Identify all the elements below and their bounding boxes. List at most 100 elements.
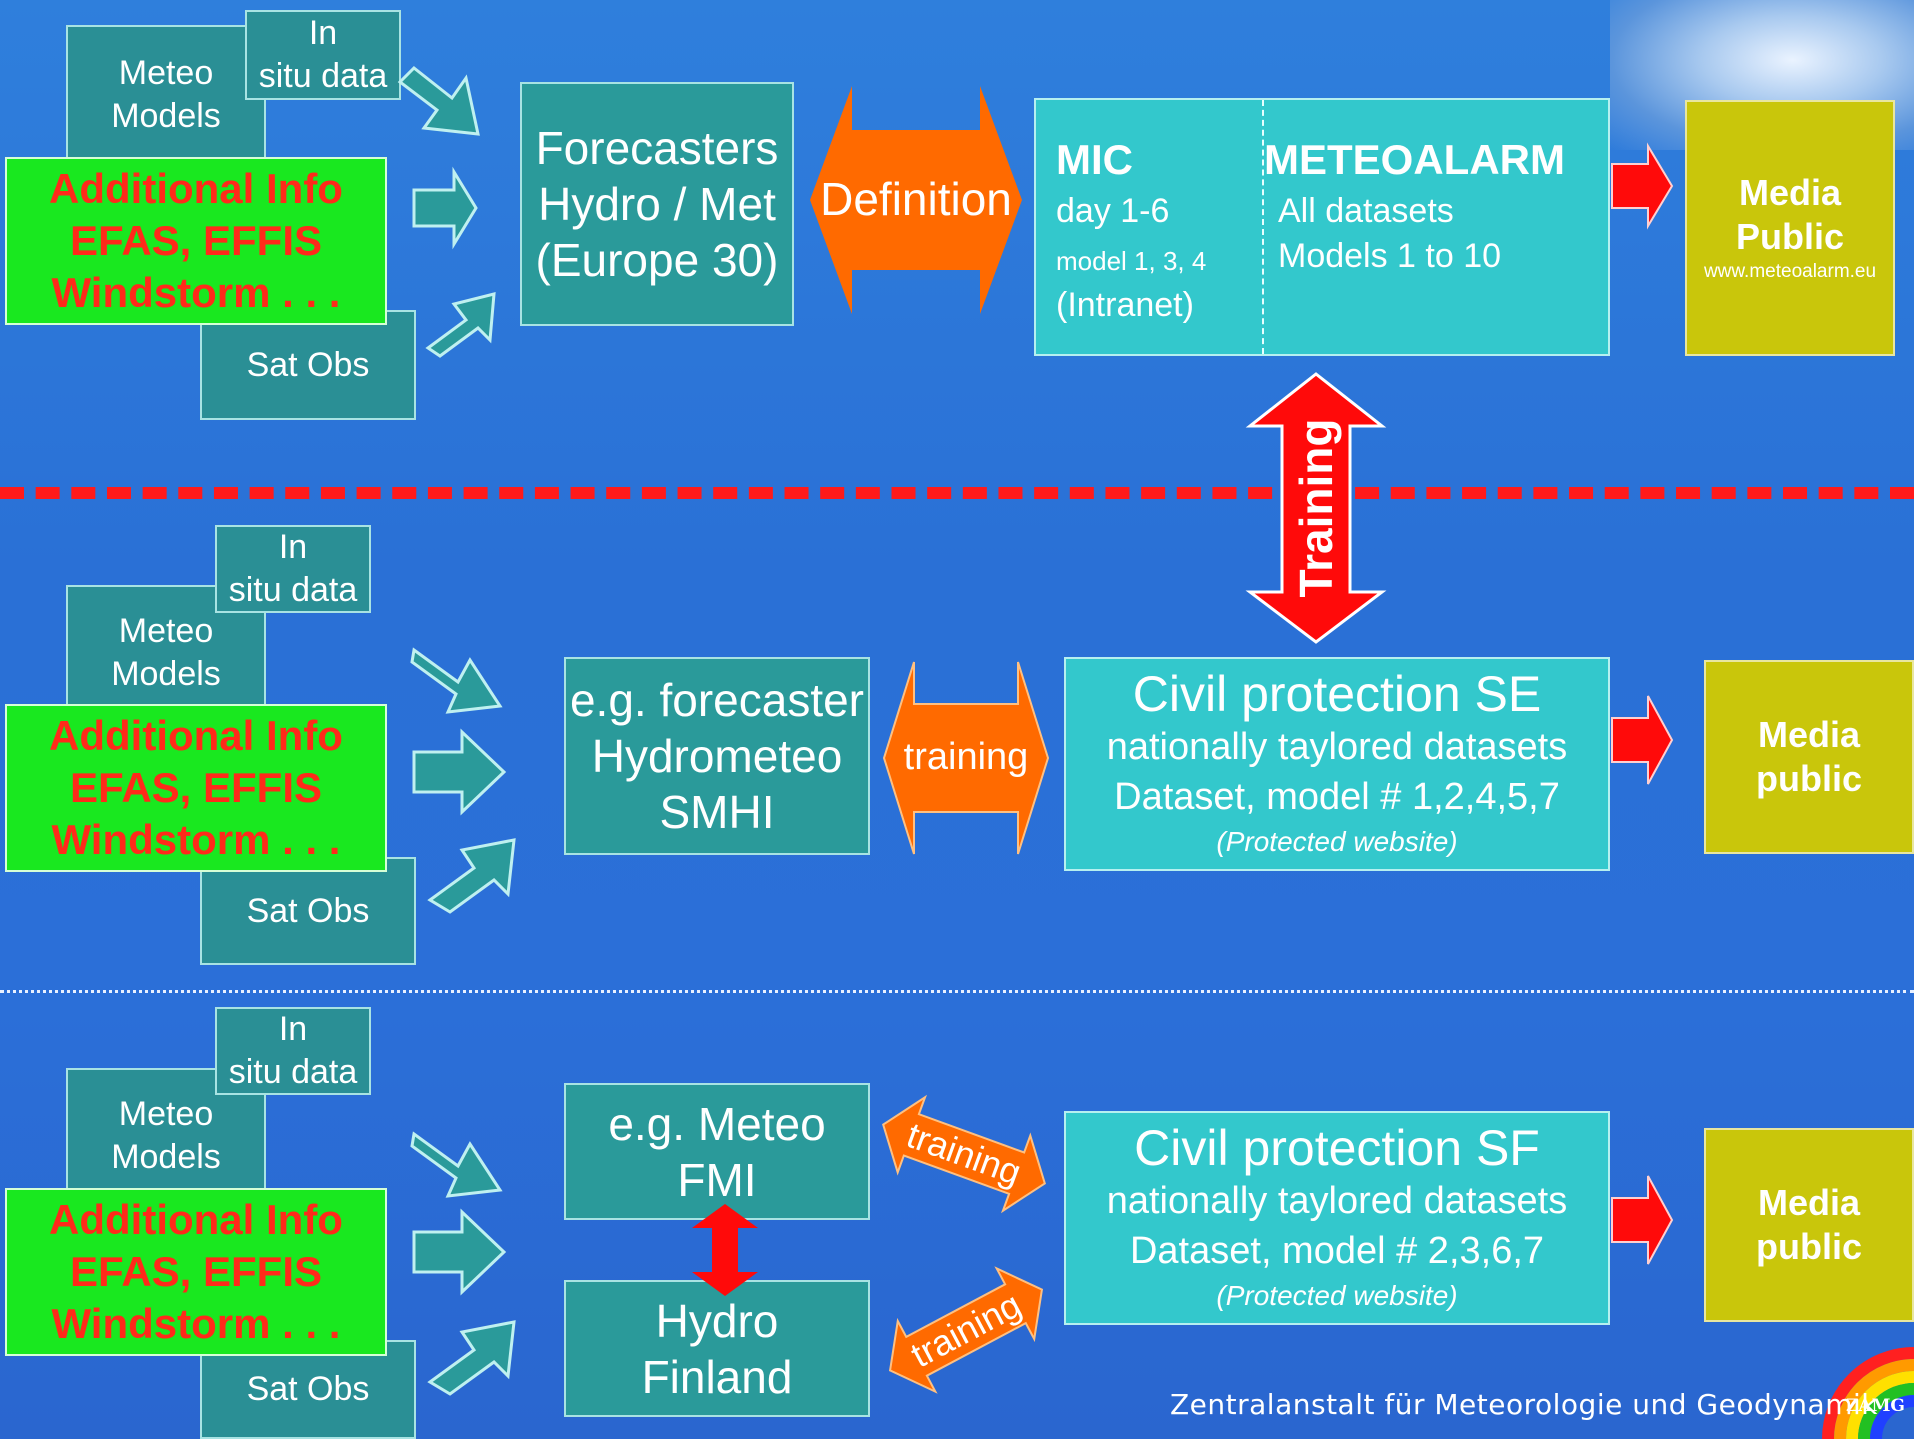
row3-hydro-finland-box: Hydro Finland (564, 1280, 870, 1417)
row2-additional-info-line3: Windstorm . . . (51, 816, 341, 863)
row2-media-line2: public (1756, 758, 1862, 799)
row1-mic-meteoalarm-box: MIC day 1-6 model 1, 3, 4 (Intranet) MET… (1034, 98, 1610, 356)
row3-sat-obs-label: Sat Obs (246, 1370, 370, 1408)
row2-sat-obs-box: Sat Obs (200, 857, 416, 965)
row3-additional-info-box: Additional Info EFAS, EFFIS Windstorm . … (5, 1188, 387, 1356)
row1-meteoalarm-line1: All datasets (1278, 192, 1454, 230)
row1-mic-line1: day 1-6 (1056, 192, 1170, 230)
row3-in-situ-line1: In (278, 1010, 308, 1048)
row3-media-line2: public (1756, 1226, 1862, 1267)
row2-arrow-sat (427, 838, 516, 914)
row2-civil-note: (Protected website) (1216, 826, 1458, 857)
row2-training-arrow (882, 661, 1050, 855)
row1-sat-obs-label: Sat Obs (246, 345, 370, 384)
row2-in-situ-line2: situ data (228, 571, 358, 609)
row2-meteo-models-line1: Meteo (118, 611, 214, 650)
row1-arrow-additional (412, 166, 478, 250)
row3-hydro-finland-line2: Finland (641, 1350, 793, 1403)
row3-media-box: Media public (1704, 1128, 1914, 1322)
row2-in-situ-box: In situ data (215, 525, 371, 613)
row2-training-label: training (903, 736, 1029, 778)
row1-additional-info-box: Additional Info EFAS, EFFIS Windstorm . … (5, 157, 387, 325)
row1-forecasters-line2: Hydro / Met (538, 178, 776, 230)
zamg-logo (1822, 1347, 1914, 1439)
row2-civil-protection-box: Civil protection SE nationally taylored … (1064, 657, 1610, 871)
row1-additional-info-line1: Additional Info (49, 165, 343, 212)
row3-meteo-fmi-line2: FMI (677, 1153, 757, 1206)
row1-meteo-models-line1: Meteo (118, 54, 214, 92)
row1-input-arrows (397, 65, 496, 358)
row3-arrow-additional (412, 1208, 507, 1296)
row3-red-vertical-arrow (692, 1204, 758, 1296)
row2-forecaster-line1: e.g. forecaster (569, 674, 865, 726)
row3-civil-line1: nationally taylored datasets (1106, 1180, 1568, 1222)
row1-arrow-sat (425, 292, 496, 358)
row1-forecasters-box: Forecasters Hydro / Met (Europe 30) (520, 82, 794, 326)
row3-arrow-in-situ (410, 1131, 503, 1198)
row2-meteo-models-box: Meteo Models (66, 585, 266, 720)
row2-in-situ-line1: In (278, 528, 308, 566)
row1-media-line1: Media (1738, 172, 1842, 213)
row2-civil-line1: nationally taylored datasets (1106, 726, 1568, 768)
row2-sat-obs-label: Sat Obs (246, 891, 370, 930)
row1-forecasters-line3: (Europe 30) (535, 234, 779, 286)
row3-additional-info-line2: EFAS, EFFIS (69, 1248, 323, 1295)
row2-input-arrows (410, 647, 516, 914)
row3-additional-info-line3: Windstorm . . . (51, 1300, 341, 1347)
row3-media-line1: Media (1757, 1182, 1861, 1223)
row1-red-arrow-media (1611, 142, 1674, 230)
row3-civil-title: Civil protection SF (1134, 1120, 1540, 1176)
row3-civil-line2: Dataset, model # 2,3,6,7 (1129, 1230, 1545, 1272)
row1-in-situ-line1: In (308, 14, 338, 52)
row2-forecaster-line2: Hydrometeo (591, 730, 843, 782)
row1-in-situ-box: In situ data (245, 10, 401, 100)
row1-meteo-models-box: Meteo Models (66, 25, 266, 165)
row3-civil-note: (Protected website) (1216, 1280, 1458, 1311)
row3-red-arrow-media (1611, 1175, 1674, 1265)
row1-in-situ-line2: situ data (258, 57, 388, 95)
row1-definition-label: Definition (820, 173, 1012, 225)
row2-additional-info-box: Additional Info EFAS, EFFIS Windstorm . … (5, 704, 387, 872)
row1-definition-arrow (810, 86, 1022, 314)
row1-additional-info-line2: EFAS, EFFIS (69, 217, 323, 264)
row1-meteoalarm-title: METEOALARM (1264, 136, 1565, 183)
training-vertical-arrow (1245, 372, 1387, 644)
row1-meteoalarm-line2: Models 1 to 10 (1278, 237, 1502, 275)
row3-hydro-finland-line1: Hydro (655, 1294, 779, 1347)
row1-mic-line2: model 1, 3, 4 (1056, 246, 1207, 276)
red-dashed-divider (0, 487, 1914, 499)
row2-meteo-models-line2: Models (111, 654, 221, 693)
row1-media-box: Media Public www.meteoalarm.eu (1685, 100, 1895, 356)
row1-additional-info-line3: Windstorm . . . (51, 269, 341, 316)
row2-additional-info-line2: EFAS, EFFIS (69, 764, 323, 811)
row2-media-box: Media public (1704, 660, 1914, 854)
footer-institution: Zentralanstalt für Meteorologie und Geod… (1170, 1388, 1878, 1421)
row1-meteo-models-line2: Models (111, 97, 221, 135)
row2-civil-title: Civil protection SE (1132, 666, 1542, 722)
row3-in-situ-line2: situ data (228, 1053, 358, 1091)
row1-forecasters-line1: Forecasters (535, 122, 779, 174)
row3-training-arrow-upper (882, 1094, 1046, 1214)
row1-media-line2: Public (1735, 216, 1845, 257)
row2-arrow-additional (412, 728, 507, 816)
row3-in-situ-box: In situ data (215, 1007, 371, 1095)
row3-meteo-models-line2: Models (111, 1137, 221, 1176)
row2-red-arrow-media (1611, 695, 1674, 785)
row1-arrow-in-situ (397, 65, 480, 136)
training-big-label: Training (1290, 418, 1342, 598)
row3-civil-protection-box: Civil protection SF nationally taylored … (1064, 1111, 1610, 1325)
row1-mic-line3: (Intranet) (1056, 286, 1194, 324)
row3-meteo-models-line1: Meteo (118, 1094, 214, 1133)
row2-additional-info-line1: Additional Info (49, 712, 343, 759)
row1-mic-title: MIC (1056, 136, 1133, 183)
row3-meteo-models-box: Meteo Models (66, 1068, 266, 1203)
row2-arrow-in-situ (410, 647, 503, 714)
row2-forecaster-box: e.g. forecaster Hydrometeo SMHI (564, 657, 870, 855)
row3-training-arrow-lower (888, 1266, 1044, 1394)
row3-arrow-sat (427, 1320, 516, 1396)
row3-input-arrows (410, 1131, 516, 1396)
row2-civil-line2: Dataset, model # 1,2,4,5,7 (1114, 776, 1560, 818)
row2-forecaster-line3: SMHI (659, 786, 775, 838)
row3-additional-info-line1: Additional Info (49, 1196, 343, 1243)
